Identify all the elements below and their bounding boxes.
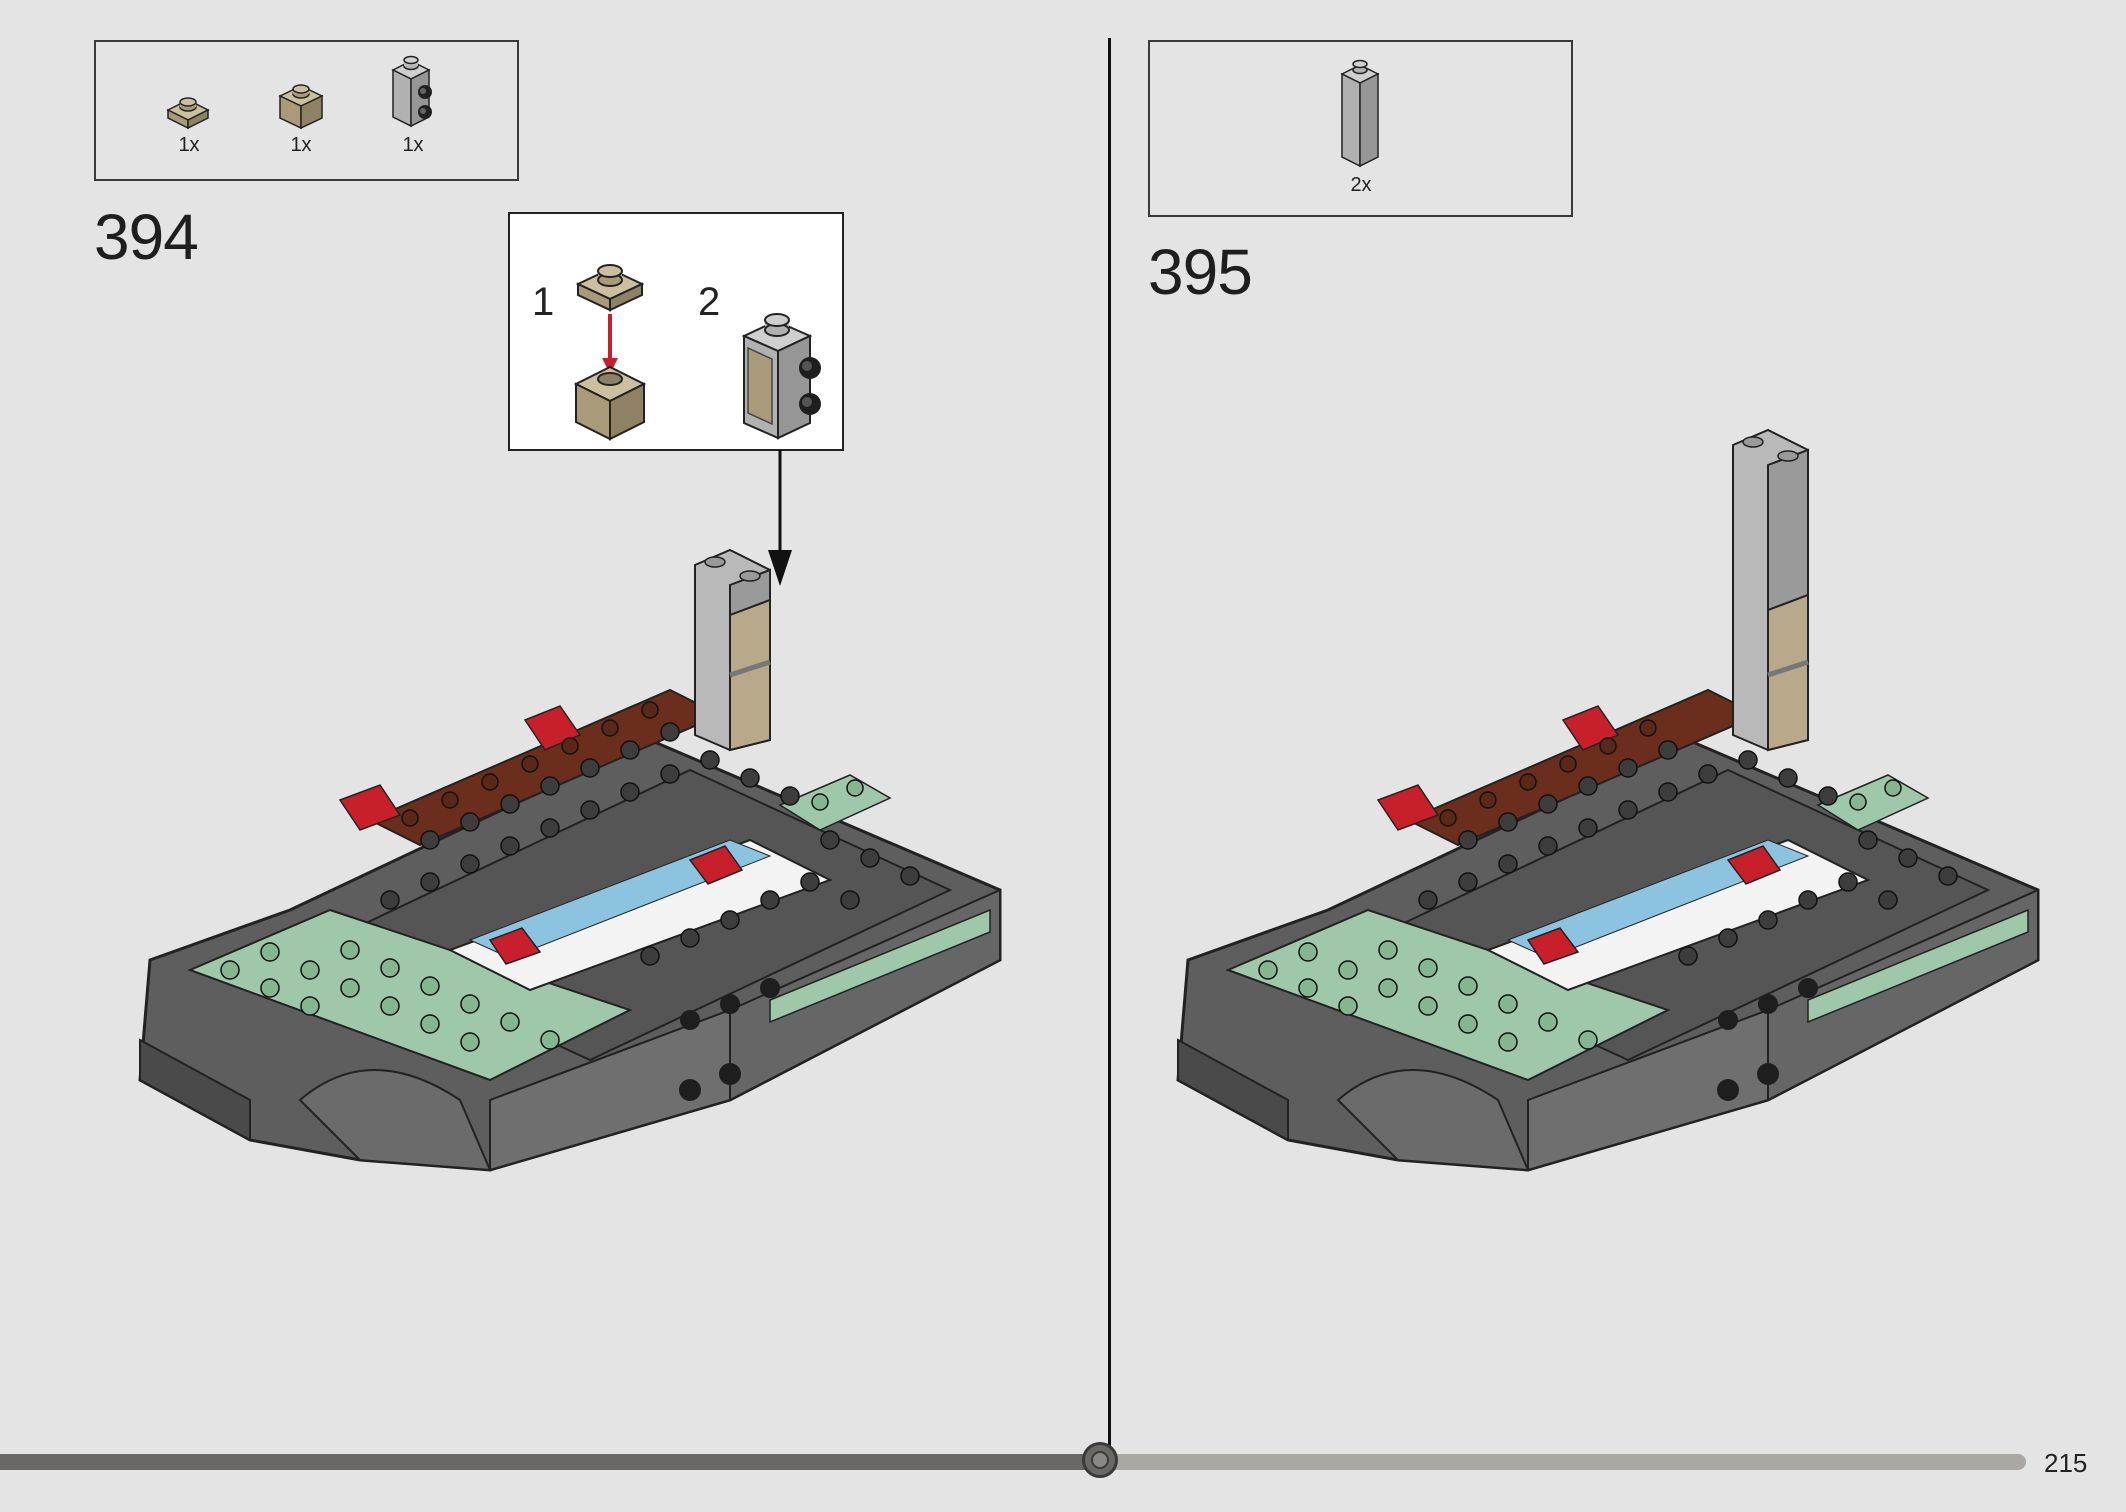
parts-list-step-395: 2x (1148, 40, 1573, 217)
step-number-394: 394 (94, 201, 199, 273)
progress-fill (0, 1454, 1100, 1470)
model-illustration-395 (1176, 428, 2040, 1172)
progress-knob[interactable] (1082, 1442, 1118, 1478)
part-1-qty: 1x (178, 134, 200, 156)
part-4: 2x (1326, 56, 1396, 197)
tan-brick-1x1-icon (278, 84, 324, 130)
model-illustration-394 (138, 548, 1002, 1172)
sub-step-2-number: 2 (698, 280, 721, 324)
gray-brick-1x1x3-icon (1340, 59, 1380, 168)
parts-list-step-394: 1x 1x 1x (94, 40, 519, 181)
page-divider (1108, 38, 1111, 1448)
part-4-qty: 2x (1350, 174, 1372, 196)
sub-step-1-illustration (573, 264, 647, 441)
part-1: 1x (154, 90, 224, 157)
part-2-qty: 1x (290, 134, 312, 156)
part-3: 1x (378, 48, 448, 157)
progress-track[interactable] (0, 1442, 2026, 1478)
part-2: 1x (266, 78, 336, 157)
sub-step-2-illustration (741, 313, 821, 440)
tan-plate-1x1-icon (166, 97, 210, 130)
callout-arrow (768, 450, 792, 586)
page-number: 215 (2044, 1448, 2088, 1478)
step-number-395: 395 (1148, 236, 1253, 308)
gray-brick-studs-side-icon (391, 55, 432, 128)
part-3-qty: 1x (402, 134, 424, 156)
sub-assembly-callout: 1 2 (508, 212, 844, 451)
sub-step-1-number: 1 (532, 280, 555, 324)
